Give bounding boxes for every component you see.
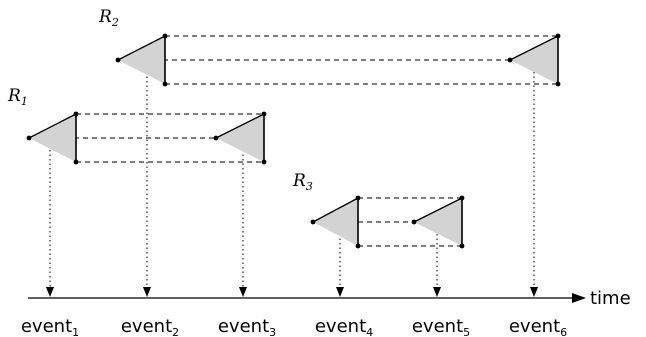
region-r3 bbox=[310, 195, 465, 249]
r2-node bbox=[555, 33, 561, 39]
r3-end-triangle bbox=[414, 198, 462, 246]
arrowhead-event2 bbox=[143, 287, 151, 297]
r1-node bbox=[26, 135, 32, 141]
r2-node bbox=[162, 81, 168, 87]
arrowhead-event4 bbox=[336, 287, 344, 297]
r2-node bbox=[115, 57, 121, 63]
r2-end-triangle bbox=[510, 36, 558, 84]
r2-node bbox=[507, 57, 513, 63]
r2-node bbox=[162, 33, 168, 39]
r3-start-edge bbox=[312, 197, 359, 223]
r1-node bbox=[73, 111, 79, 117]
r1-node bbox=[261, 159, 267, 165]
r3-node bbox=[459, 195, 465, 201]
r1-node bbox=[261, 111, 267, 117]
r2-start-triangle bbox=[118, 36, 165, 84]
r3-node bbox=[310, 219, 316, 225]
r2-start-edge bbox=[117, 35, 166, 61]
r3-end-edge bbox=[413, 197, 463, 223]
time-axis-arrowhead bbox=[572, 293, 586, 303]
event-arrowheads bbox=[46, 287, 538, 297]
r3-node bbox=[355, 243, 361, 249]
event-connectors bbox=[49, 72, 535, 290]
r1-end-edge bbox=[215, 113, 265, 139]
event-label-3: event3 bbox=[218, 316, 276, 337]
r1-start-triangle bbox=[29, 114, 76, 162]
time-axis-label: time bbox=[590, 288, 631, 309]
event-label-5: event5 bbox=[412, 316, 470, 337]
arrowhead-event5 bbox=[433, 287, 441, 297]
r3-start-triangle bbox=[313, 198, 358, 246]
r3-node bbox=[411, 219, 417, 225]
region-label-r1: R1 bbox=[7, 86, 28, 108]
r1-start-edge bbox=[28, 113, 77, 139]
arrowhead-event3 bbox=[239, 287, 247, 297]
region-label-r3: R3 bbox=[292, 171, 313, 193]
arrowhead-event1 bbox=[46, 287, 54, 297]
r1-end-triangle bbox=[216, 114, 264, 162]
region-r1 bbox=[26, 111, 267, 165]
r3-node bbox=[459, 243, 465, 249]
r2-node bbox=[555, 81, 561, 87]
r1-node bbox=[213, 135, 219, 141]
event-label-6: event6 bbox=[509, 316, 567, 337]
region-r2 bbox=[115, 33, 561, 87]
r2-end-edge bbox=[509, 35, 559, 61]
r3-node bbox=[355, 195, 361, 201]
region-label-r2: R2 bbox=[98, 7, 119, 29]
event-label-1: event1 bbox=[21, 316, 79, 337]
r1-node bbox=[73, 159, 79, 165]
event-label-4: event4 bbox=[315, 316, 373, 337]
event-label-2: event2 bbox=[121, 316, 179, 337]
arrowhead-event6 bbox=[530, 287, 538, 297]
